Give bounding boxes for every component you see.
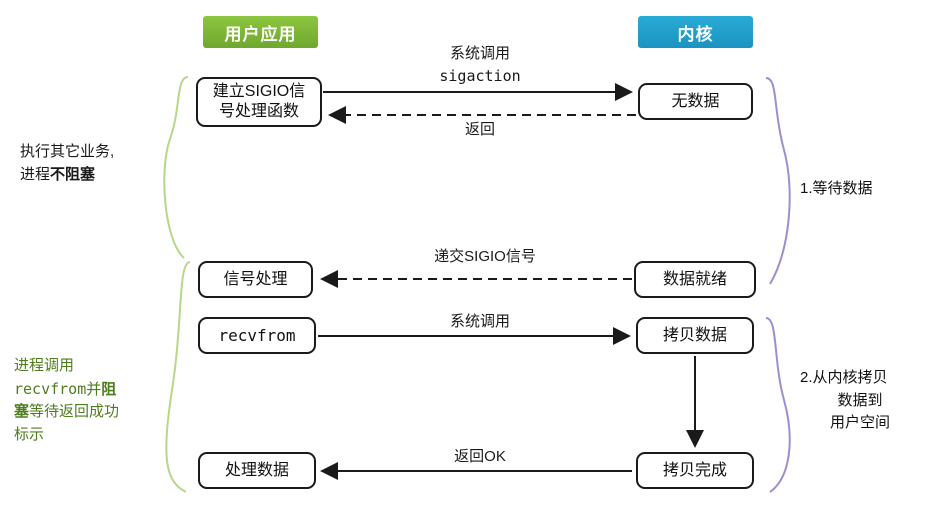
box-recvfrom[interactable]: recvfrom [198, 317, 316, 354]
annotation-left-bottom-line2-suffix: 并 [86, 380, 102, 398]
annotation-right-bottom-line3: 用户空间 [829, 414, 890, 431]
annotation-left-top-line1: 执行其它业务, [20, 143, 115, 160]
edge-label-return-ok: 返回OK [454, 448, 506, 465]
box-copy-data[interactable]: 拷贝数据 [636, 317, 754, 354]
box-recvfrom-label: recvfrom [218, 325, 296, 345]
edge-label-sigaction: sigaction [439, 67, 521, 85]
edge-label-deliver-sigio: 递交SIGIO信号 [434, 248, 536, 265]
box-signal-process-label: 信号处理 [223, 270, 288, 288]
annotation-left-bottom-line4: 标示 [14, 425, 45, 443]
brace-right-top [765, 77, 791, 285]
box-data-ready[interactable]: 数据就绪 [634, 261, 756, 298]
annotation-left-bottom-recvfrom: recvfrom [14, 379, 87, 398]
edge-label-return: 返回 [464, 121, 495, 138]
box-sigio-handler-label: 建立SIGIO信 号处理函数 [212, 83, 306, 120]
annotation-left-top-line2-pre: 进程 [20, 165, 51, 183]
annotation-left-bottom-line3: 塞等待返回成功 [14, 401, 174, 424]
annotation-left-bottom: 进程调用 recvfrom并阻 塞等待返回成功 标示 [14, 355, 174, 446]
edge-label-syscall-sigaction-line1: 系统调用 [449, 45, 510, 62]
header-user-application: 用户应用 [203, 16, 318, 48]
box-no-data-label: 无数据 [671, 92, 720, 110]
box-copy-done[interactable]: 拷贝完成 [636, 452, 754, 489]
annotation-right-bottom-line1: 2.从内核拷贝 [800, 369, 888, 386]
annotation-left-top-line2: 进程不阻塞 [20, 164, 180, 187]
annotation-left-top: 执行其它业务, 进程不阻塞 [20, 141, 180, 186]
annotation-right-top: 1.等待数据 [800, 180, 873, 197]
annotation-right-bottom: 2.从内核拷贝 数据到 用户空间 [800, 367, 937, 435]
annotation-left-bottom-line3-bold: 塞 [14, 403, 30, 420]
box-process-data[interactable]: 处理数据 [198, 452, 316, 489]
brace-right-bottom [765, 317, 791, 493]
box-signal-process[interactable]: 信号处理 [198, 261, 313, 298]
header-kernel: 内核 [638, 16, 753, 48]
edge-label-syscall: 系统调用 [449, 313, 510, 330]
box-copy-done-label: 拷贝完成 [662, 461, 727, 479]
annotation-left-bottom-line2: recvfrom并阻 [14, 378, 174, 402]
box-data-ready-label: 数据就绪 [662, 270, 727, 288]
box-sigio-handler[interactable]: 建立SIGIO信 号处理函数 [196, 77, 322, 127]
annotation-left-bottom-line3-text: 等待返回成功 [29, 403, 120, 420]
box-process-data-label: 处理数据 [224, 461, 289, 479]
annotation-left-top-line2-bold: 不阻塞 [50, 165, 96, 183]
annotation-left-bottom-bold-a: 阻 [101, 380, 117, 398]
annotation-right-bottom-line2: 数据到 [837, 391, 883, 409]
box-copy-data-label: 拷贝数据 [662, 326, 727, 344]
box-no-data[interactable]: 无数据 [638, 83, 753, 120]
annotation-left-bottom-line1: 进程调用 [14, 357, 75, 374]
